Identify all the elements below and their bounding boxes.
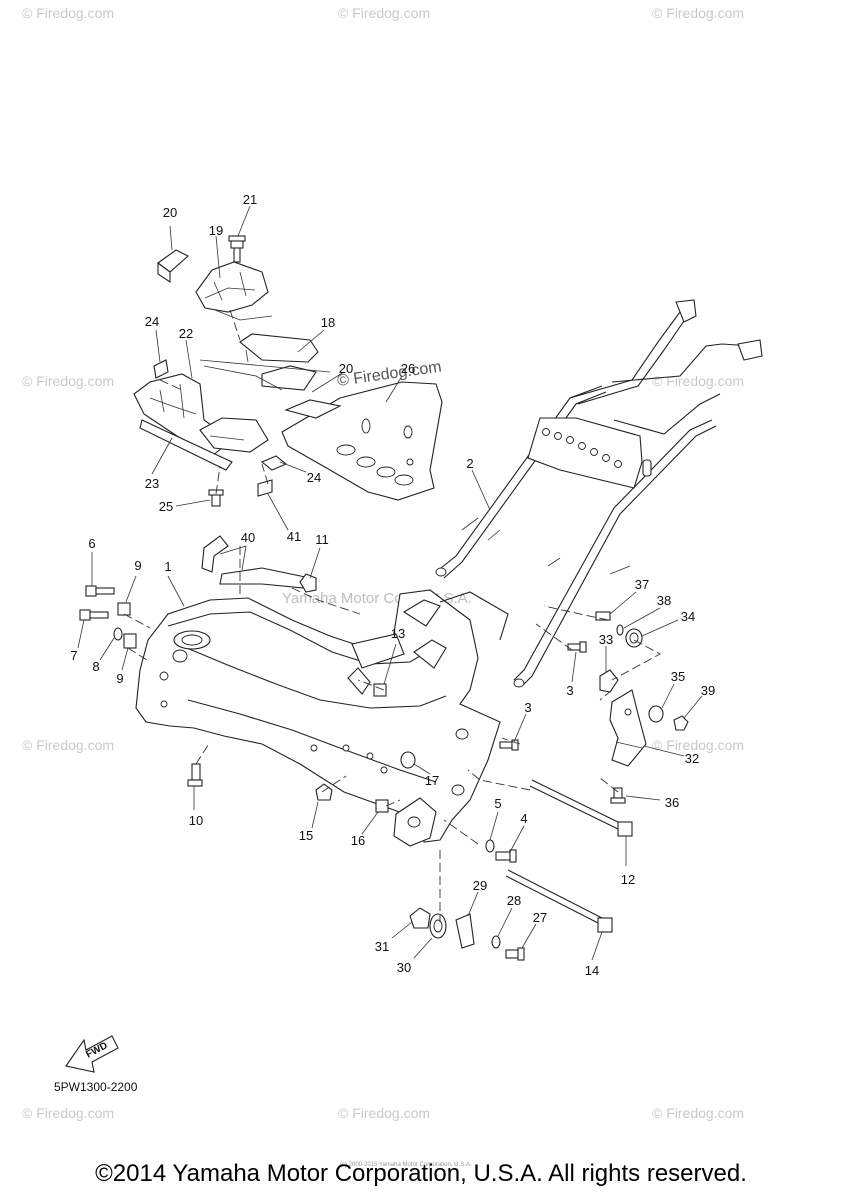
callout-label: 18 [321,315,335,330]
callout-label: 26 [401,361,415,376]
part-nut-11 [299,573,317,593]
copyright-notice: ©2014 Yamaha Motor Corporation, U.S.A. A… [95,1160,747,1187]
callout-label: 40 [241,530,255,545]
part-bushing-34 [625,628,643,648]
watermark: © Firedog.com [652,373,744,389]
callout-label: 10 [189,813,203,828]
callout-label: 19 [209,223,223,238]
callout-label: 17 [425,773,439,788]
watermark: © Firedog.com [22,373,114,389]
callout-label: 29 [473,878,487,893]
callout-label: 2 [466,456,473,471]
watermarks: © Firedog.com © Firedog.com © Firedog.co… [22,5,744,1121]
part-long-bolt-14 [505,869,613,933]
assembly-lines [123,309,661,922]
part-subframe-2 [435,299,763,688]
callout-label: 14 [585,963,599,978]
part-bolt-36 [610,787,626,804]
callout-label: 23 [145,476,159,491]
callout-label: 33 [599,632,613,647]
part-washer-28 [491,935,501,949]
part-bolt-7 [79,609,109,621]
callout-label: 7 [70,648,77,663]
watermark: © Firedog.com [22,1105,114,1121]
watermark: © Firedog.com [338,5,430,21]
part-long-bolt-12 [529,779,633,837]
callout-label: 9 [134,558,141,573]
callout-label: 41 [287,529,301,544]
part-washer-8 [113,627,123,641]
reference-code: 5PW1300-2200 [54,1080,138,1094]
callout-label: 8 [92,659,99,674]
part-clip-33 [599,669,619,693]
part-bracket-32 [609,689,647,767]
watermark: © Firedog.com [652,1105,744,1121]
callout-label: 35 [671,669,685,684]
watermark: © Firedog.com [338,1105,430,1121]
part-bushing-30 [429,913,447,939]
watermark: © Firedog.com [652,737,744,753]
callout-label: 6 [88,536,95,551]
part-washer-5 [485,839,495,853]
part-bushing-35 [648,705,664,723]
leader-lines [77,205,703,961]
part-collar-31 [409,907,431,929]
callout-label: 25 [159,499,173,514]
callout-label: 4 [520,811,527,826]
part-nut-39 [673,715,689,731]
callout-label: 13 [391,626,405,641]
callout-label: 20 [339,361,353,376]
callout-label: 36 [665,795,679,810]
part-bolt-21 [228,235,246,263]
callout-label: 31 [375,939,389,954]
callout-label: 24 [145,314,159,329]
callout-label: 32 [685,751,699,766]
callout-label: 3 [566,683,573,698]
callout-label: 16 [351,833,365,848]
part-washer-38 [616,624,624,636]
callout-label: 38 [657,593,671,608]
callout-label: 37 [635,577,649,592]
part-bolt-10 [187,763,203,787]
part-brace-18 [199,333,331,391]
callout-label: 5 [494,796,501,811]
callout-label: 9 [116,671,123,686]
part-collar-9 [117,602,137,649]
fwd-arrow-icon: FWD [65,1035,119,1073]
watermark: © Firedog.com [22,737,114,753]
part-bolt-27 [505,947,525,961]
callout-label: 20 [163,205,177,220]
callout-label: 12 [621,872,635,887]
part-bracket-29 [455,913,475,949]
part-bolt-6 [85,585,115,597]
part-collar-16 [375,799,389,813]
callout-label: 21 [243,192,257,207]
part-bolt-4 [495,849,517,863]
callout-label: 1 [164,559,171,574]
part-main-frame-1 [135,589,509,847]
part-collar-13 [373,683,387,697]
part-damper-17 [400,751,416,769]
part-plate-26 [281,381,443,501]
callouts: 20 19 21 24 22 18 20 26 23 24 25 41 2 40… [70,192,715,978]
callout-label: 28 [507,893,521,908]
callout-label: 39 [701,683,715,698]
callout-label: 22 [179,326,193,341]
callout-label: 24 [307,470,321,485]
part-bracket-19 [157,249,273,321]
fine-print: (c) 2000-2015 Yamaha Motor Corporation, … [340,1162,472,1168]
callout-label: 27 [533,910,547,925]
callout-label: 3 [524,700,531,715]
callout-label: 30 [397,960,411,975]
callout-label: 15 [299,828,313,843]
callout-label: 34 [681,609,695,624]
part-nut-15 [315,783,333,801]
watermark: © Firedog.com [22,5,114,21]
part-bolt-37 [595,611,611,621]
callout-label: 11 [315,532,329,547]
part-bracket-22 [133,359,288,507]
watermark: © Firedog.com [652,5,744,21]
